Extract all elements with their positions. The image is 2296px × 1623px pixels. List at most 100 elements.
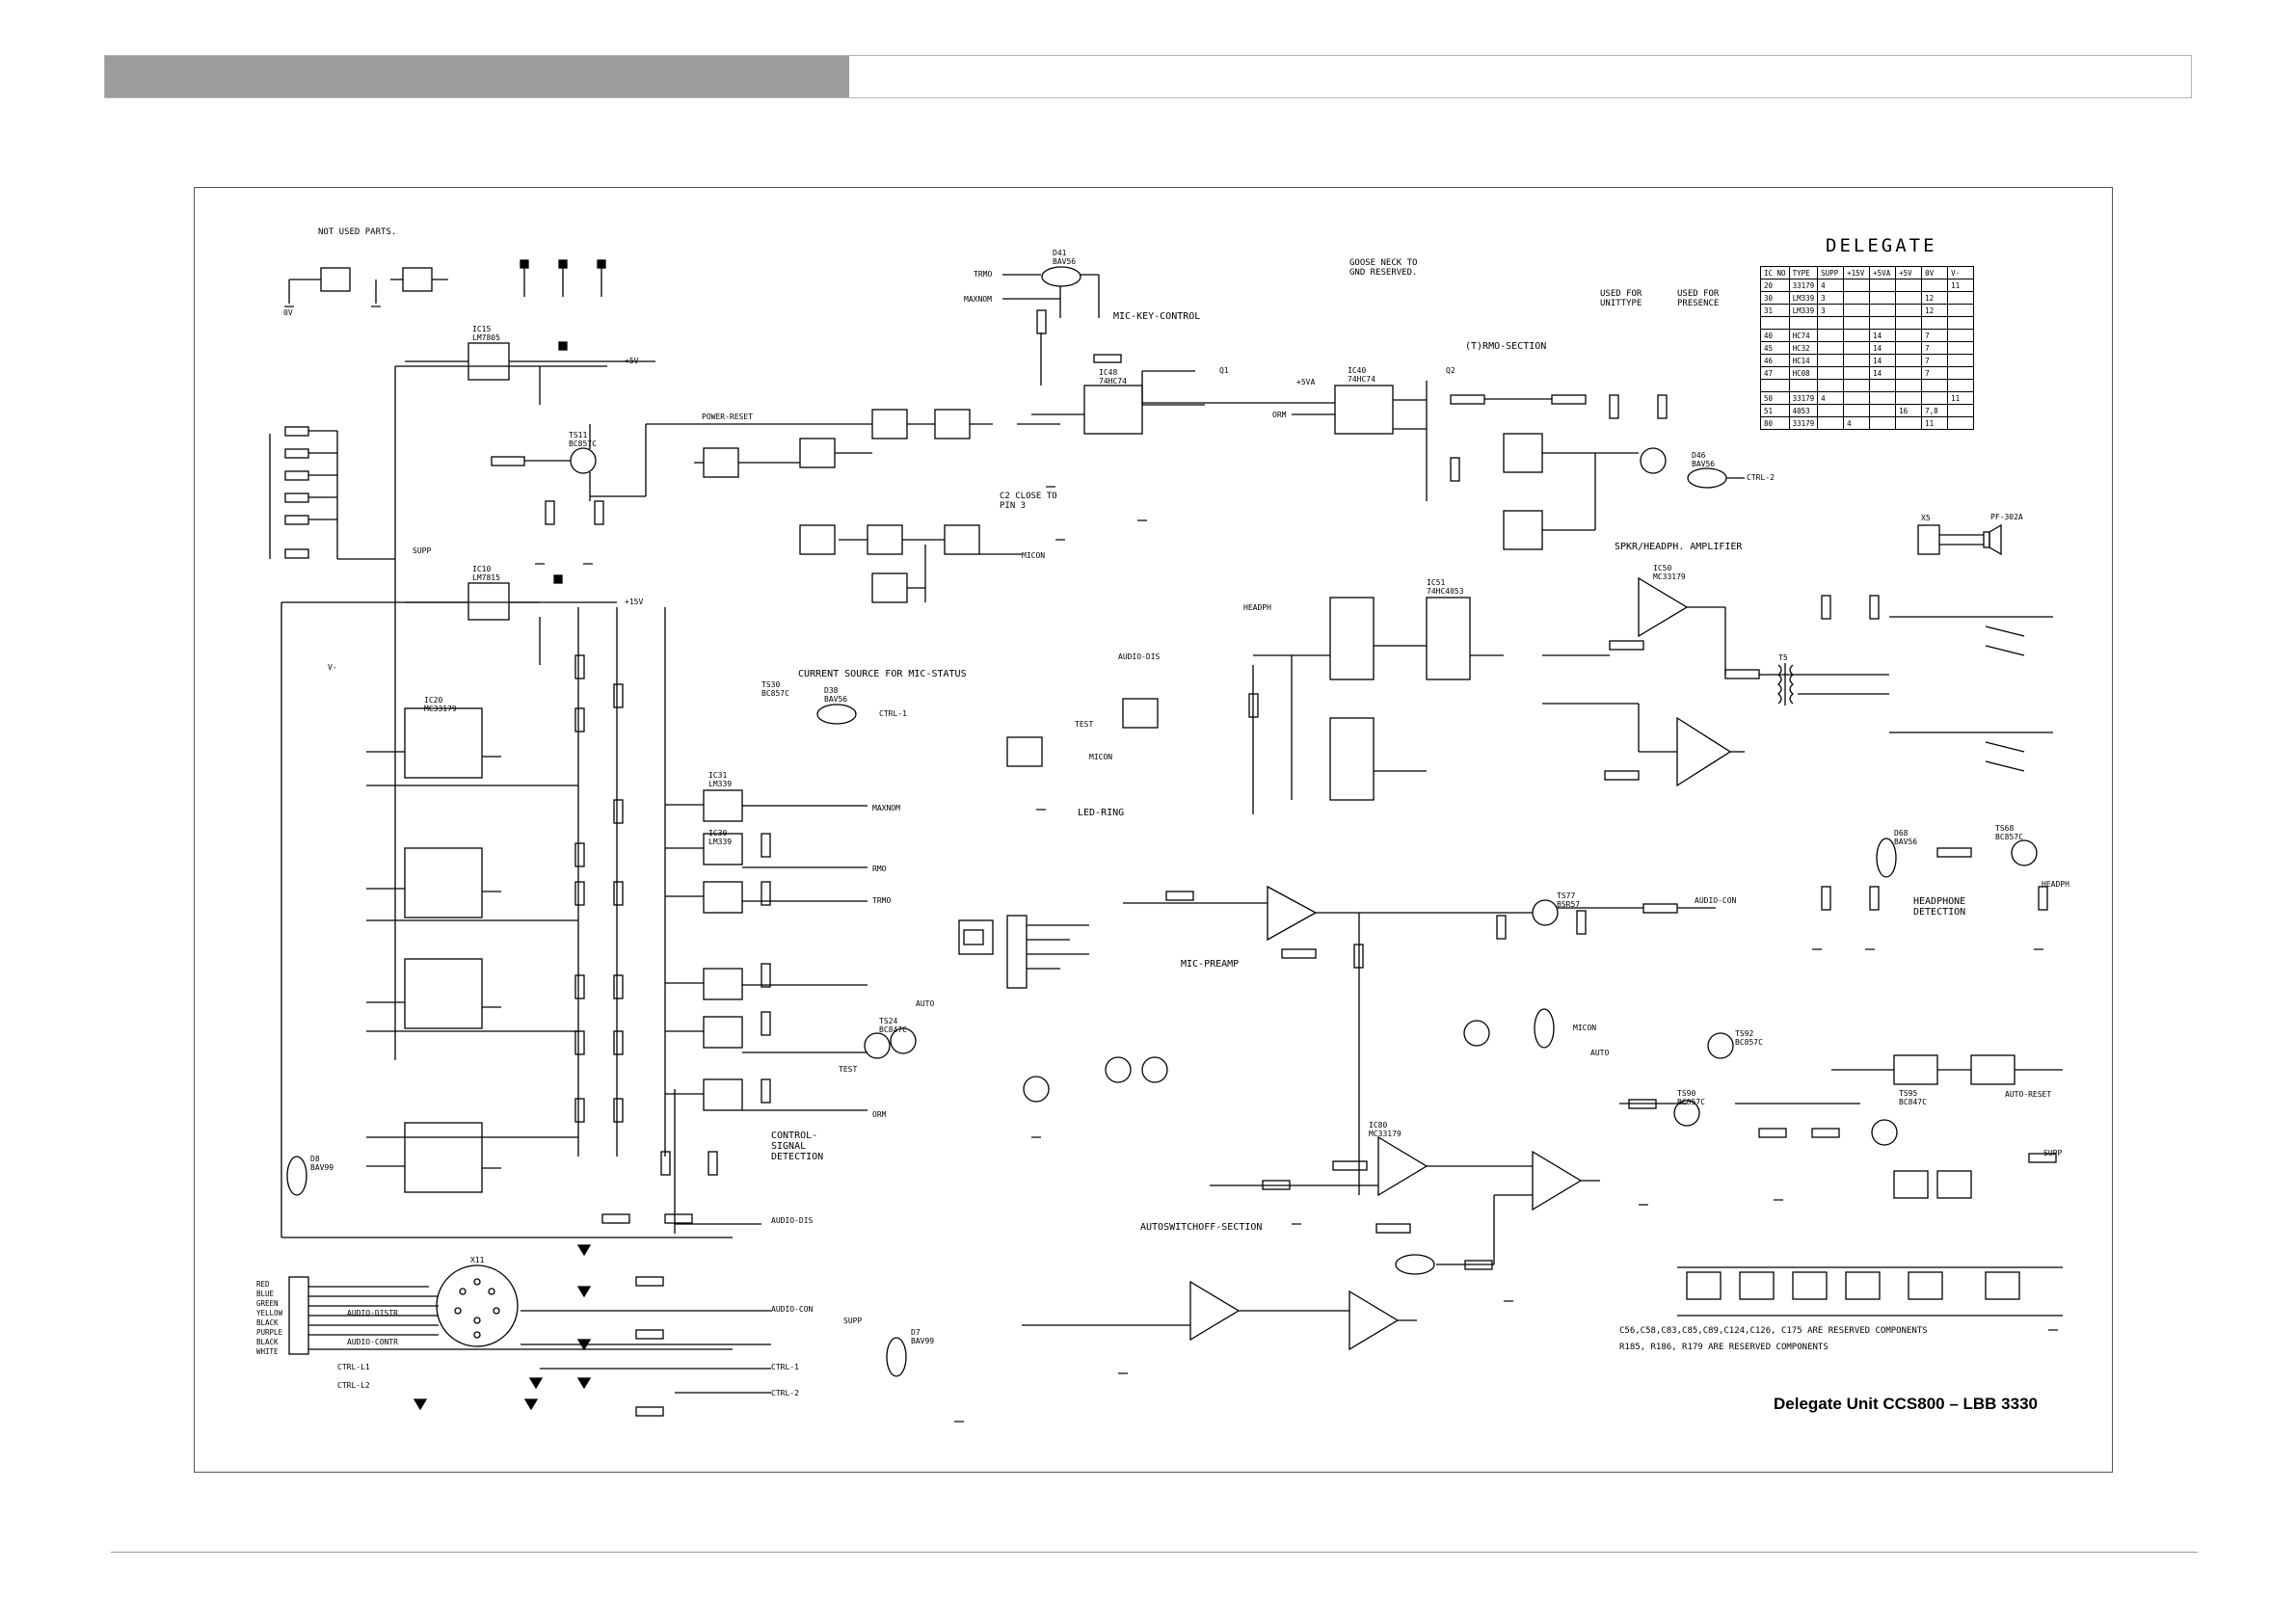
label-d8: D8 BAV99: [310, 1155, 334, 1172]
wire-color: GREEN: [256, 1299, 279, 1308]
ic-table-cell: 47: [1760, 366, 1790, 380]
ic-table-cell: 3: [1817, 304, 1845, 317]
ic-table-header: 0V: [1921, 266, 1949, 279]
comparator-stack: [665, 789, 891, 1111]
ic-table-cell: 50: [1760, 391, 1790, 405]
ic-table-cell: [1921, 316, 1949, 330]
ic-table-cell: [1895, 316, 1923, 330]
lower-transistors: [286, 1008, 1898, 1377]
ic-table-cell: [1817, 366, 1845, 380]
ic-table-cell: [1817, 416, 1845, 430]
wire-color: YELLOW: [256, 1309, 283, 1317]
ic-table-cell: 31: [1760, 304, 1790, 317]
label-pf302a: PF-302A: [1990, 513, 2023, 521]
diodes-top: [816, 266, 1745, 725]
label-d41: D41 BAV56: [1053, 249, 1077, 266]
label-ts24: TS24 BC847C: [879, 1017, 907, 1034]
wire-color: WHITE: [256, 1347, 279, 1356]
ic-table-cell: 11: [1947, 391, 1975, 405]
ic-table-cell: [1869, 404, 1897, 417]
trmo-section: [1450, 394, 1668, 550]
label-audio-contr: AUDIO-CONTR: [347, 1338, 398, 1346]
net-power-reset: POWER-RESET: [702, 412, 753, 421]
ic-table-cell: [1869, 279, 1897, 292]
net-orm: ORM: [872, 1110, 887, 1119]
section-current-source: CURRENT SOURCE FOR MIC-STATUS: [798, 669, 967, 679]
ic-table-cell: [1947, 341, 1975, 355]
net-micon-2: MICON: [1089, 753, 1113, 761]
ic-table-header: +5V: [1895, 266, 1923, 279]
label-ic48: IC48 74HC74: [1099, 368, 1127, 386]
ic-table-cell: 7: [1921, 366, 1949, 380]
ic-table-cell: [1817, 379, 1845, 392]
ic-table-cell: [1947, 304, 1975, 317]
header-bar: [104, 55, 2192, 98]
section-mic-preamp: MIC-PREAMP: [1181, 959, 1240, 970]
wire-color: RED: [256, 1280, 270, 1289]
label-ts11: TS11 BC857C: [569, 431, 597, 448]
section-mic-key-control: MIC-KEY-CONTROL: [1113, 311, 1201, 322]
net-trmo: TRMO: [872, 896, 892, 905]
label-ic50: IC50 MC33179: [1653, 564, 1686, 581]
diagram-caption: Delegate Unit CCS800 – LBB 3330: [1774, 1395, 2038, 1413]
connector-x11: [288, 1213, 771, 1417]
ic-table-cell: 12: [1921, 291, 1949, 305]
ic-table-cell: [1843, 329, 1871, 342]
label-ctrl-l1: CTRL-L1: [337, 1363, 370, 1371]
net-test: TEST: [839, 1065, 858, 1074]
label-x5: X5: [1921, 514, 1931, 522]
ic-table-cell: [1869, 416, 1897, 430]
ic-table-cell: HC32: [1788, 341, 1819, 355]
ic-table-cell: [1869, 391, 1897, 405]
wire-color-list: RED BLUE GREEN YELLOW BLACK PURPLE BLACK…: [256, 1280, 282, 1357]
ic-table-cell: [1921, 391, 1949, 405]
ic-table-cell: [1869, 316, 1897, 330]
label-ic51: IC51 74HC4053: [1427, 578, 1464, 596]
ic-table-cell: [1760, 316, 1790, 330]
ic-table-cell: [1817, 354, 1845, 367]
resistor-divider: [574, 654, 718, 1176]
ic-table-cell: LM339: [1788, 304, 1819, 317]
ic-table-cell: [1947, 366, 1975, 380]
ic-table-cell: [1843, 379, 1871, 392]
ic-table-cell: [1843, 354, 1871, 367]
ic-table-cell: [1817, 341, 1845, 355]
label-ts90: TS90 BC857C: [1677, 1089, 1705, 1106]
presence-note: USED FOR PRESENCE: [1677, 289, 1720, 308]
ic-table-cell: 12: [1921, 304, 1949, 317]
ic-table-cell: 33179: [1788, 279, 1819, 292]
net-plus5va: +5VA: [1296, 378, 1316, 386]
label-ic30: IC30 LM339: [708, 829, 733, 846]
ic-table-header: SUPP: [1817, 266, 1845, 279]
label-ic20: IC20 MC33179: [424, 696, 457, 713]
label-ts68: TS68 BC857C: [1995, 824, 2023, 841]
net-test-2: TEST: [1075, 720, 1094, 729]
net-auto: AUTO: [916, 999, 935, 1008]
label-ts92: TS92 BC857C: [1735, 1029, 1763, 1047]
left-rails: [280, 365, 733, 1238]
label-d46: D46 BAV56: [1692, 451, 1716, 468]
regulators: [405, 341, 655, 665]
ic-table-cell: [1843, 279, 1871, 292]
net-ctrl-2-2: CTRL-2: [1747, 473, 1775, 482]
net-supp-3: SUPP: [2043, 1149, 2063, 1157]
ic-table-header: IC NO: [1760, 266, 1790, 279]
net-micon: MICON: [1022, 551, 1046, 560]
ic-table-cell: [1843, 366, 1871, 380]
ic-table-cell: HC08: [1788, 366, 1819, 380]
ic-table-cell: 11: [1947, 279, 1975, 292]
label-ctrl-l2: CTRL-L2: [337, 1381, 370, 1390]
label-d68: D68 BAV56: [1894, 829, 1918, 846]
label-d7: D7 BAV99: [911, 1328, 935, 1345]
reserved-components-note-1: C56,C58,C83,C85,C89,C124,C126, C175 ARE …: [1619, 1326, 1928, 1336]
net-ctrl-1: CTRL-1: [771, 1363, 799, 1371]
section-headphone-detection: HEADPHONE DETECTION: [1913, 896, 1966, 918]
ic-table-cell: [1843, 291, 1871, 305]
ic-table-cell: [1947, 379, 1975, 392]
ic-table-cell: [1895, 391, 1923, 405]
ic-table-cell: 20: [1760, 279, 1790, 292]
